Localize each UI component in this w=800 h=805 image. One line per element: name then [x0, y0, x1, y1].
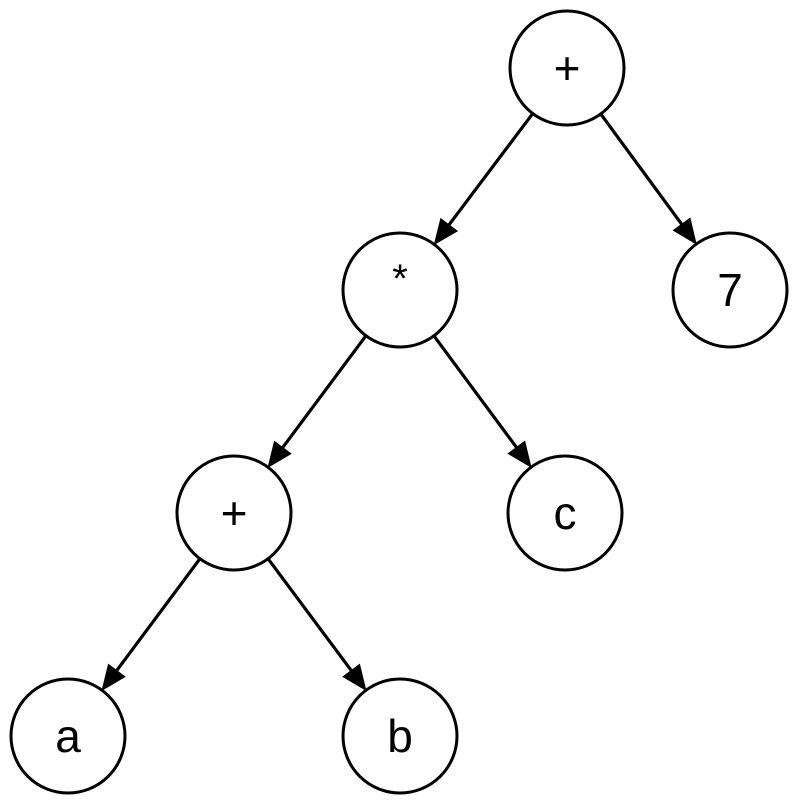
tree-node-c[interactable]: c — [506, 454, 624, 572]
tree-edge — [266, 557, 367, 692]
edges-layer — [101, 112, 697, 692]
tree-node-times[interactable]: * — [341, 231, 459, 349]
tree-node-plus[interactable]: + — [175, 454, 293, 572]
tree-node-b[interactable]: b — [341, 677, 459, 795]
edge-arrowhead-icon — [433, 217, 459, 246]
edge-arrowhead-icon — [342, 663, 367, 692]
node-circle[interactable] — [9, 677, 127, 795]
tree-edge — [432, 334, 532, 468]
edge-arrowhead-icon — [507, 440, 532, 468]
node-circle[interactable] — [341, 231, 459, 349]
node-circle[interactable] — [671, 231, 789, 349]
edge-arrowhead-icon — [672, 217, 697, 245]
node-label: * — [392, 257, 408, 301]
tree-edge — [433, 112, 535, 246]
edge-line — [446, 112, 535, 228]
edge-line — [114, 557, 202, 673]
tree-edge — [599, 113, 697, 245]
tree-node-7[interactable]: 7 — [671, 231, 789, 349]
edge-arrowhead-icon — [101, 663, 126, 692]
node-label: c — [554, 487, 577, 539]
edge-line — [599, 113, 684, 227]
node-circle[interactable] — [341, 677, 459, 795]
tree-edge — [101, 557, 202, 692]
edge-arrowhead-icon — [267, 440, 292, 469]
node-label: b — [387, 710, 413, 762]
node-circle[interactable] — [506, 454, 624, 572]
edge-line — [266, 557, 354, 673]
node-circle[interactable] — [508, 9, 626, 127]
edge-line — [280, 334, 368, 450]
node-label: 7 — [717, 264, 743, 316]
node-label: + — [221, 487, 248, 539]
tree-node-a[interactable]: a — [9, 677, 127, 795]
tree-node-plus[interactable]: + — [508, 9, 626, 127]
node-label: a — [55, 710, 81, 762]
nodes-layer: + * 7 + c a b — [9, 9, 789, 795]
node-circle[interactable] — [175, 454, 293, 572]
tree-edge — [267, 334, 368, 469]
edge-line — [432, 334, 519, 450]
node-label: + — [554, 42, 581, 94]
